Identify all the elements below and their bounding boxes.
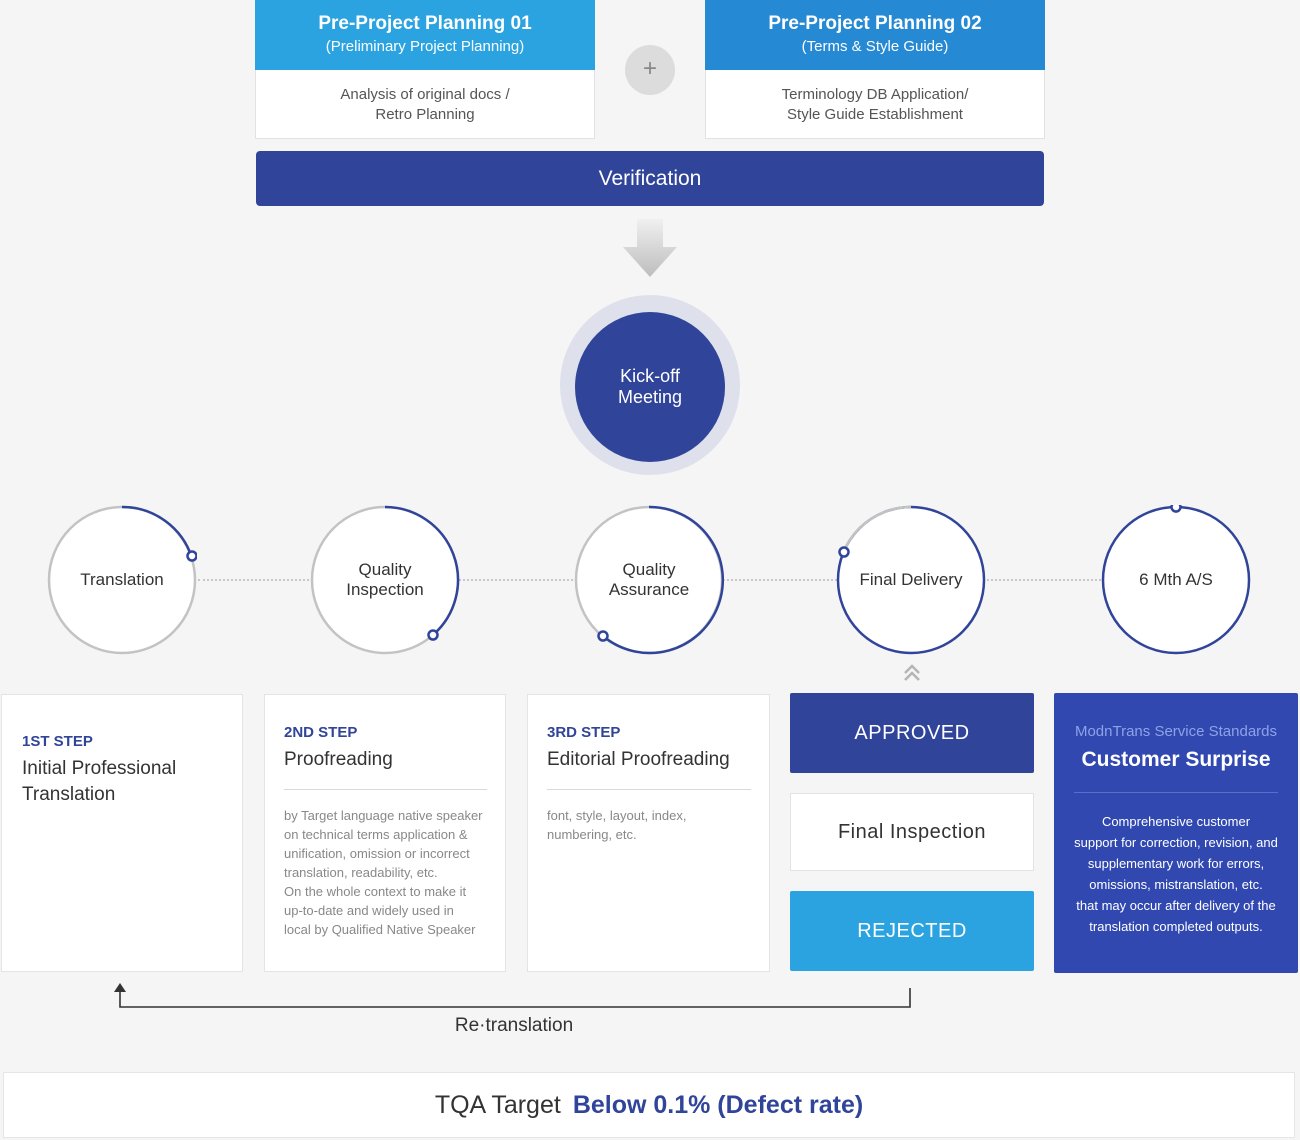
step-marker-dot [838, 546, 850, 558]
service-description: Comprehensive customer support for corre… [1074, 814, 1278, 934]
service-subtitle: ModnTrans Service Standards [1074, 723, 1278, 740]
service-divider [1074, 792, 1278, 793]
tqa-label: TQA Target [434, 1090, 561, 1119]
card-description: by Target language native speaker on tec… [284, 808, 483, 937]
step-final-delivery: Final Delivery [836, 505, 986, 655]
card-divider [547, 789, 751, 790]
step-ring [836, 505, 986, 655]
step-ring [574, 505, 725, 655]
retranslation-label: Re·translation [454, 1015, 574, 1036]
chevron-up-icon [904, 664, 920, 681]
step-label-final-delivery: Final Delivery [859, 570, 963, 589]
final-inspection-box: Final Inspection [790, 793, 1034, 871]
card-description: font, style, layout, index, numbering, e… [547, 808, 687, 842]
retranslation-loop-arrow [114, 983, 911, 1008]
step-translation: Translation [47, 505, 198, 655]
planning-header-01: Pre-Project Planning 01 (Preliminary Pro… [255, 0, 595, 70]
kickoff-meeting-circle: Kick-off Meeting [575, 312, 725, 462]
planning-body-01: Analysis of original docs / Retro Planni… [255, 70, 595, 139]
plus-icon: + [625, 45, 675, 95]
planning-subtitle-02: (Terms & Style Guide) [801, 38, 949, 55]
planning-title-01: Pre-Project Planning 01 [318, 13, 532, 34]
planning-body-02: Terminology DB Application/ Style Guide … [705, 70, 1045, 139]
step-ring [1101, 501, 1251, 655]
tqa-value: Below 0.1% (Defect rate) [572, 1090, 864, 1119]
service-title: Customer Surprise [1081, 748, 1271, 771]
step-quality-assurance: Quality Assurance [574, 505, 725, 655]
planning-box-02: Pre-Project Planning 02 (Terms & Style G… [705, 0, 1045, 139]
step-label-after-service: 6 Mth A/S [1139, 570, 1213, 589]
card-step-label: 3RD STEP [547, 724, 621, 741]
planning-title-02: Pre-Project Planning 02 [768, 13, 982, 34]
planning-box-01: Pre-Project Planning 01 (Preliminary Pro… [255, 0, 595, 139]
step-label-quality-assurance: Quality Assurance [608, 560, 690, 599]
card-step-label: 1ST STEP [22, 733, 93, 750]
rejected-box: REJECTED [790, 891, 1034, 971]
card-title: Initial Professional Translation [22, 758, 177, 805]
step-after-service: 6 Mth A/S [1101, 501, 1251, 655]
step-marker-dot [597, 630, 609, 642]
card-step-label: 2ND STEP [284, 724, 358, 741]
step-quality-inspection: Quality Inspection [310, 505, 460, 655]
down-arrow-icon [623, 219, 677, 277]
service-standards-card: ModnTrans Service Standards Customer Sur… [1054, 693, 1298, 973]
card-title: Editorial Proofreading [547, 749, 730, 770]
step-ring [310, 505, 460, 655]
planning-subtitle-01: (Preliminary Project Planning) [325, 38, 525, 55]
planning-header-02: Pre-Project Planning 02 (Terms & Style G… [705, 0, 1045, 70]
approved-box: APPROVED [790, 693, 1034, 773]
card-step-2: 2ND STEP Proofreading by Target language… [264, 694, 506, 972]
step-label-quality-inspection: Quality Inspection [346, 560, 424, 599]
card-title: Proofreading [284, 749, 393, 770]
step-label-translation: Translation [80, 570, 164, 589]
step-marker-dot [427, 629, 439, 641]
step-marker-dot [186, 550, 198, 562]
card-divider [284, 789, 487, 790]
arrow-up-icon [114, 983, 126, 992]
verification-bar: Verification [256, 151, 1044, 206]
step-ring [47, 505, 198, 655]
tqa-target-bar: TQA Target Below 0.1% (Defect rate) [3, 1072, 1295, 1138]
card-step-1: 1ST STEP Initial Professional Translatio… [1, 694, 243, 972]
card-step-3: 3RD STEP Editorial Proofreading font, st… [527, 694, 770, 972]
